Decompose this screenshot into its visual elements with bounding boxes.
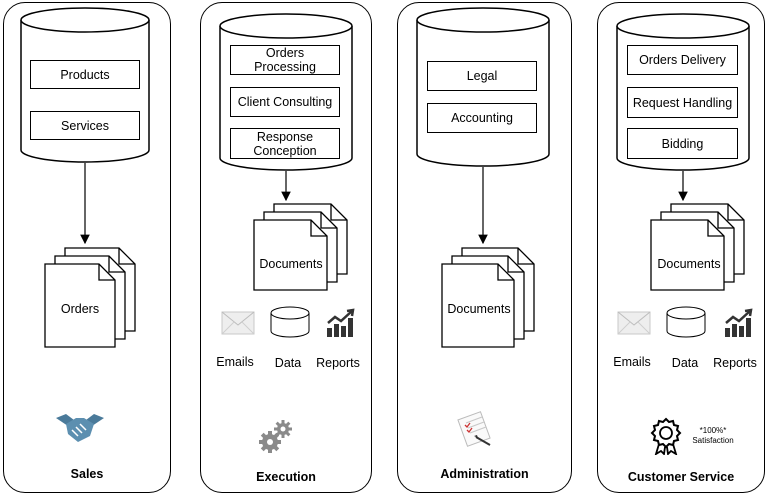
db-item-response-conception: Response Conception xyxy=(230,128,340,159)
document-page xyxy=(253,219,328,291)
sales-document-label: Orders xyxy=(60,302,100,316)
envelope-icon xyxy=(221,311,255,335)
document-page-fold xyxy=(727,204,744,221)
tool-label-reports: Reports xyxy=(316,356,360,370)
lane-title-administration: Administration xyxy=(440,467,529,481)
execution-document-label: Documents xyxy=(259,257,323,271)
gears-icon xyxy=(259,420,292,453)
database-icon xyxy=(666,306,706,338)
document-page-fold xyxy=(330,204,347,221)
document-page xyxy=(650,219,725,291)
badge-line-1: *100%* xyxy=(699,426,727,435)
db-item-accounting: Accounting xyxy=(427,103,537,133)
document-page-fold xyxy=(507,256,524,273)
bar-chart-icon xyxy=(327,308,355,337)
document-page-fold xyxy=(717,212,734,229)
administration-document-stack xyxy=(441,247,535,348)
db-item-services: Services xyxy=(30,111,140,140)
lane-title-sales: Sales xyxy=(70,467,104,481)
checklist-icon xyxy=(457,411,491,447)
database-icon xyxy=(270,306,310,338)
db-item-client-consulting: Client Consulting xyxy=(230,87,340,117)
document-page-fold xyxy=(108,256,125,273)
tool-label-reports: Reports xyxy=(713,356,757,370)
administration-document-label: Documents xyxy=(447,302,511,316)
document-page-fold xyxy=(118,248,135,265)
document-page-fold xyxy=(310,220,327,237)
customer-service-document-label: Documents xyxy=(657,257,721,271)
document-page-fold xyxy=(320,212,337,229)
tool-label-emails: Emails xyxy=(216,355,254,369)
sales-document-stack xyxy=(44,247,136,348)
lane-title-execution: Execution xyxy=(256,470,316,484)
bar-chart-icon xyxy=(725,308,753,337)
customer-service-document-stack xyxy=(650,203,745,291)
envelope-icon xyxy=(617,311,651,335)
handshake-icon xyxy=(56,414,104,442)
execution-document-stack xyxy=(253,203,348,291)
badge-line-2: Satisfaction xyxy=(692,436,734,445)
document-page-fold xyxy=(497,264,514,281)
db-item-products: Products xyxy=(30,60,140,89)
db-item-bidding: Bidding xyxy=(627,128,738,159)
db-item-orders-delivery: Orders Delivery xyxy=(627,45,738,75)
tool-label-emails: Emails xyxy=(613,355,651,369)
award-ribbon-icon xyxy=(650,417,682,455)
tool-label-data: Data xyxy=(274,356,302,370)
document-page xyxy=(441,263,515,348)
tool-label-data: Data xyxy=(671,356,699,370)
db-item-legal: Legal xyxy=(427,61,537,91)
document-page-fold xyxy=(517,248,534,265)
db-item-orders-processing: Orders Processing xyxy=(230,45,340,75)
satisfaction-badge: *100%* Satisfaction xyxy=(683,426,743,446)
document-page-fold xyxy=(707,220,724,237)
db-item-request-handling: Request Handling xyxy=(627,87,738,118)
document-page xyxy=(44,263,116,348)
document-page-fold xyxy=(98,264,115,281)
lane-title-customer-service: Customer Service xyxy=(627,470,735,484)
